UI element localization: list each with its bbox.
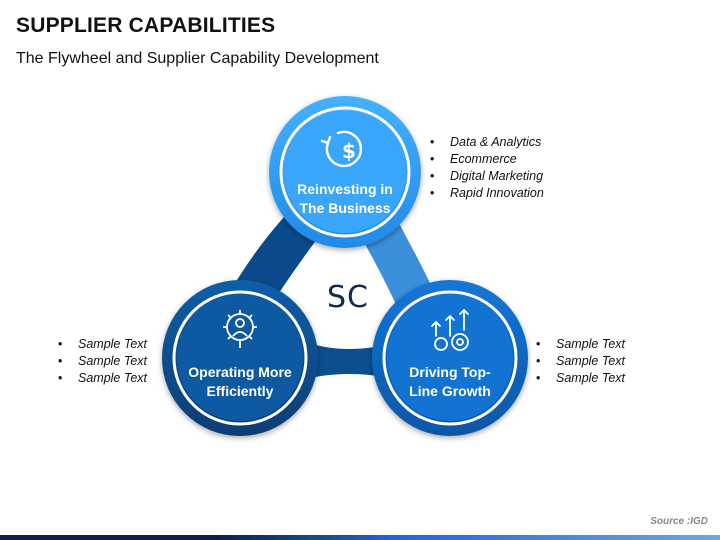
bottom-accent-bar bbox=[0, 535, 720, 540]
page-subtitle: The Flywheel and Supplier Capability Dev… bbox=[16, 50, 379, 67]
list-item: Sample Text bbox=[54, 370, 147, 387]
top-node-label: Reinvesting in The Business bbox=[285, 180, 405, 218]
left-circle-ring bbox=[172, 290, 308, 426]
top-node-label-line2: The Business bbox=[299, 200, 391, 216]
left-node-bullets: Sample Text Sample Text Sample Text bbox=[54, 336, 147, 387]
top-node-label-line1: Reinvesting in bbox=[297, 181, 393, 197]
list-item: Rapid Innovation bbox=[426, 185, 544, 202]
right-node-label: Driving Top- Line Growth bbox=[390, 363, 510, 401]
list-item: Sample Text bbox=[532, 336, 625, 353]
list-item: Sample Text bbox=[532, 370, 625, 387]
right-node-bullets: Sample Text Sample Text Sample Text bbox=[532, 336, 625, 387]
list-item: Ecommerce bbox=[426, 151, 544, 168]
center-label: SC bbox=[327, 280, 369, 315]
left-circle-inner bbox=[177, 295, 303, 421]
person-gear-icon bbox=[223, 310, 257, 348]
dollar-glyph: $ bbox=[342, 139, 356, 163]
growth-gears-icon bbox=[431, 308, 469, 351]
page-title: SUPPLIER CAPABILITIES bbox=[16, 14, 276, 37]
top-circle-ring bbox=[279, 106, 411, 238]
list-item: Sample Text bbox=[54, 353, 147, 370]
top-node-bullets: Data & Analytics Ecommerce Digital Marke… bbox=[426, 134, 544, 202]
list-item: Sample Text bbox=[54, 336, 147, 353]
right-node-label-line1: Driving Top- bbox=[409, 364, 491, 380]
list-item: Sample Text bbox=[532, 353, 625, 370]
left-node-label-line2: Efficiently bbox=[206, 383, 274, 399]
top-circle-inner bbox=[284, 111, 406, 233]
dollar-refresh-icon bbox=[320, 130, 363, 168]
left-node-label-line1: Operating More bbox=[188, 364, 292, 380]
right-node-label-line2: Line Growth bbox=[409, 383, 491, 399]
left-node-label: Operating More Efficiently bbox=[180, 363, 300, 401]
right-circle-ring bbox=[382, 290, 518, 426]
list-item: Data & Analytics bbox=[426, 134, 544, 151]
list-item: Digital Marketing bbox=[426, 168, 544, 185]
right-circle-inner bbox=[387, 295, 513, 421]
source-note: Source :IGD bbox=[650, 516, 708, 527]
